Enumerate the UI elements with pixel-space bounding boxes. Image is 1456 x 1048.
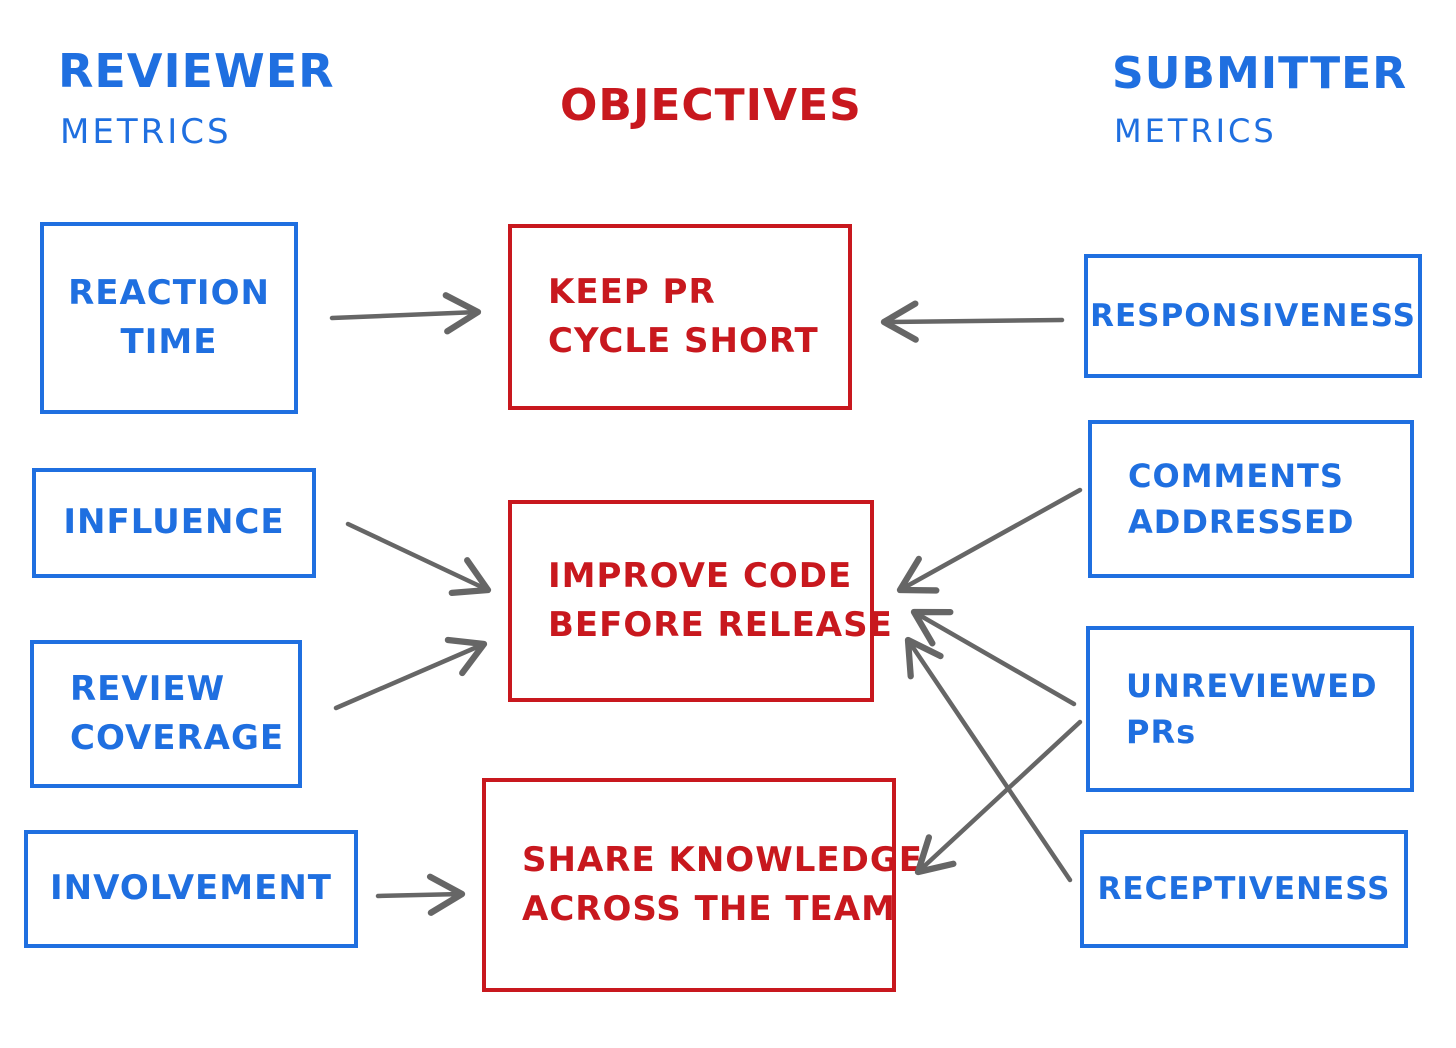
arrow-receptiveness-to-improve-code bbox=[904, 636, 1073, 883]
arrow-comments-addressed-to-improve-code bbox=[896, 487, 1083, 594]
metric-label-line: TIME bbox=[120, 322, 218, 362]
metric-box-comments-addressed: COMMENTS ADDRESSED bbox=[1088, 420, 1414, 578]
metric-box-influence: INFLUENCE bbox=[32, 468, 316, 578]
arrow-reaction-time-to-keep-pr-cycle-short bbox=[329, 292, 482, 335]
objective-label-line: SHARE KNOWLEDGE bbox=[522, 839, 923, 880]
submitter-metrics-subtitle: METRICS bbox=[1114, 112, 1277, 150]
metric-label-line: ADDRESSED bbox=[1128, 503, 1355, 541]
objective-label-line: BEFORE RELEASE bbox=[548, 605, 893, 645]
objective-label-line: IMPROVE CODE bbox=[548, 555, 853, 596]
metric-label-line: RESPONSIVENESS bbox=[1090, 297, 1416, 334]
objective-label-line: KEEP PR bbox=[548, 271, 716, 312]
arrow-responsiveness-to-keep-pr-cycle-short bbox=[880, 300, 1065, 343]
arrow-involvement-to-share-knowledge bbox=[375, 873, 466, 916]
reviewer-metrics-title: REVIEWER bbox=[58, 44, 335, 98]
metric-label-line: INVOLVEMENT bbox=[50, 868, 332, 909]
objective-label-line: ACROSS THE TEAM bbox=[522, 889, 896, 929]
metric-box-review-coverage: REVIEW COVERAGE bbox=[30, 640, 302, 788]
objective-box-keep-pr-cycle-short: KEEP PR CYCLE SHORT bbox=[508, 224, 852, 410]
metric-label-line: REACTION bbox=[68, 272, 270, 313]
metric-box-reaction-time: REACTION TIME bbox=[40, 222, 298, 414]
objective-box-share-knowledge: SHARE KNOWLEDGE ACROSS THE TEAM bbox=[482, 778, 922, 992]
metric-box-unreviewed-prs: UNREVIEWED PRs bbox=[1086, 626, 1414, 792]
arrow-influence-to-improve-code bbox=[345, 521, 492, 596]
arrow-unreviewed-prs-to-share-knowledge bbox=[914, 719, 1083, 876]
arrow-unreviewed-prs-to-improve-code bbox=[910, 608, 1077, 707]
reviewer-metrics-subtitle: METRICS bbox=[60, 112, 232, 152]
metric-label-line: INFLUENCE bbox=[63, 502, 285, 543]
metric-label-line: UNREVIEWED bbox=[1126, 666, 1378, 705]
submitter-metrics-title: SUBMITTER bbox=[1112, 48, 1408, 99]
objective-box-improve-code: IMPROVE CODE BEFORE RELEASE bbox=[508, 500, 892, 702]
metric-label-line: PRs bbox=[1126, 713, 1197, 751]
metric-label-line: COVERAGE bbox=[70, 718, 285, 758]
objective-label-line: CYCLE SHORT bbox=[548, 321, 819, 361]
metric-label-line: COMMENTS bbox=[1128, 456, 1344, 495]
metric-label-line: RECEPTIVENESS bbox=[1097, 870, 1391, 907]
objectives-title: OBJECTIVES bbox=[560, 80, 862, 131]
metric-box-involvement: INVOLVEMENT bbox=[24, 830, 358, 948]
metric-label-line: REVIEW bbox=[70, 668, 226, 709]
metric-box-responsiveness: RESPONSIVENESS bbox=[1084, 254, 1422, 378]
metric-box-receptiveness: RECEPTIVENESS bbox=[1080, 830, 1408, 948]
arrow-review-coverage-to-improve-code bbox=[333, 636, 488, 711]
